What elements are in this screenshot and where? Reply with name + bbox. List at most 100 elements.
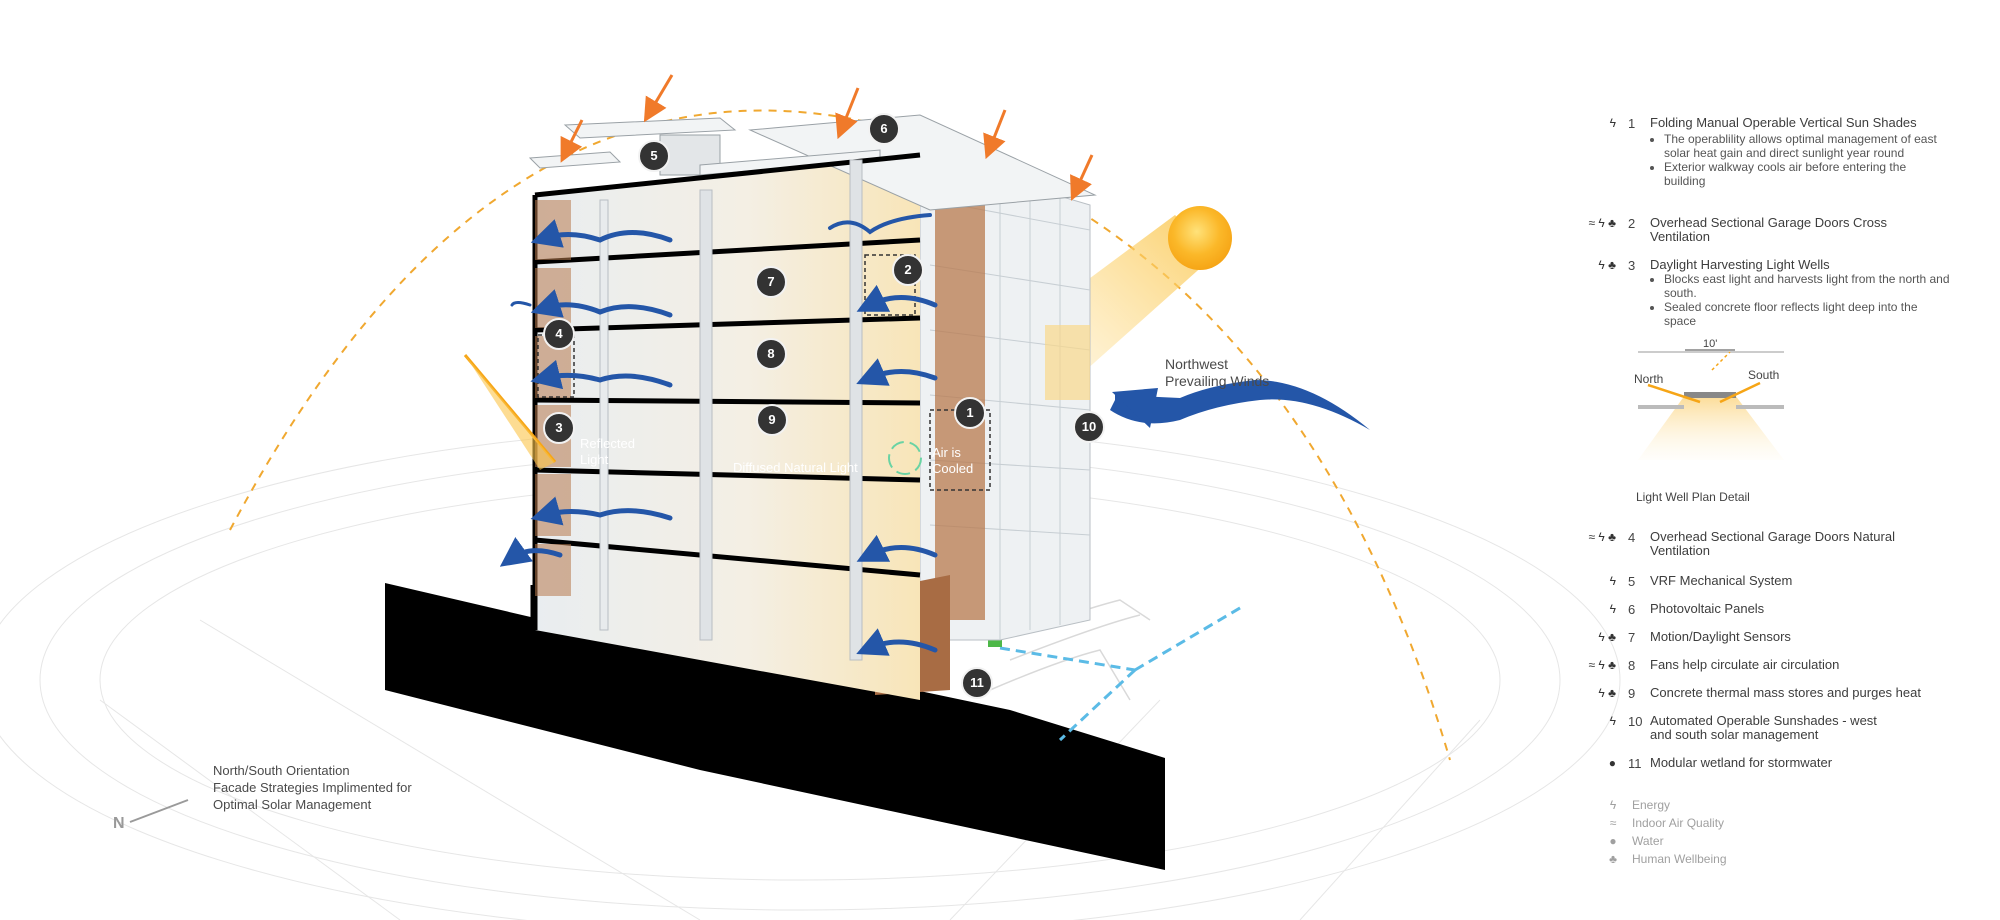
key-label: Human Wellbeing bbox=[1632, 852, 1727, 866]
bolt-icon: ϟ bbox=[1598, 658, 1605, 672]
bolt-icon: ϟ bbox=[1598, 686, 1605, 700]
legend-title: Modular wetland for stormwater bbox=[1650, 755, 1833, 770]
key-label: Water bbox=[1632, 834, 1664, 848]
water-flow-lines bbox=[999, 603, 1246, 742]
legend-num: 1 bbox=[1628, 116, 1636, 131]
columns bbox=[599, 159, 863, 661]
legend-title: Overhead Sectional Garage Doors Cross Ve… bbox=[1650, 215, 1888, 244]
legend-icons-9: ϟ ♣ bbox=[1598, 686, 1616, 700]
sunshades-west bbox=[1045, 325, 1090, 400]
lotus-icon: ♣ bbox=[1608, 630, 1616, 644]
prevailing-wind-arrowhead bbox=[1112, 388, 1158, 428]
lotus-icon: ♣ bbox=[1608, 216, 1616, 230]
legend-bullet: Sealed concrete floor reflects light dee… bbox=[1664, 300, 1950, 328]
legend-icons-5: ϟ bbox=[1610, 574, 1616, 588]
legend-icons-11: ● bbox=[1609, 756, 1616, 770]
legend-bullet: The operablility allows optimal manageme… bbox=[1664, 132, 1950, 160]
bolt-icon: ϟ bbox=[1598, 530, 1605, 544]
legend-title: Photovoltaic Panels bbox=[1650, 601, 1765, 616]
reflected-line-2: Light bbox=[580, 452, 609, 467]
legend-num: 2 bbox=[1628, 216, 1636, 231]
orientation-label-line-3: Optimal Solar Management bbox=[213, 797, 372, 812]
legend-title: Concrete thermal mass stores and purges … bbox=[1650, 685, 1921, 700]
legend-num: 11 bbox=[1628, 756, 1642, 771]
bolt-icon: ϟ bbox=[1609, 116, 1616, 130]
legend-icons-4: ≈ ϟ ♣ bbox=[1588, 530, 1616, 544]
key-air-quality: ≈Indoor Air Quality bbox=[1604, 816, 1724, 830]
cooled-line-2: Cooled bbox=[932, 461, 974, 476]
orientation-label-line-2: Facade Strategies Implimented for bbox=[213, 780, 412, 795]
lotus-icon: ♣ bbox=[1608, 658, 1616, 672]
badge-1: 1 bbox=[954, 397, 986, 429]
legend-bullets-1: The operablility allows optimal manageme… bbox=[1650, 132, 1950, 188]
key-water: ●Water bbox=[1604, 834, 1664, 848]
air-cooled-label: Air is Cooled bbox=[932, 445, 973, 477]
badge-11: 11 bbox=[961, 667, 993, 699]
detail-dimension: 10' bbox=[1703, 338, 1718, 350]
bolt-icon: ϟ bbox=[1609, 798, 1617, 812]
wind-label: Northwest Prevailing Winds bbox=[1165, 356, 1269, 390]
badge-9: 9 bbox=[756, 404, 788, 436]
air-cooled-icon bbox=[888, 441, 922, 475]
legend-bullets-3: Blocks east light and harvests light fro… bbox=[1650, 272, 1950, 328]
bolt-icon: ϟ bbox=[1609, 574, 1616, 588]
detail-north: North bbox=[1634, 372, 1664, 386]
air-icon: ≈ bbox=[1588, 530, 1596, 544]
legend-icons-6: ϟ bbox=[1610, 602, 1616, 616]
compass-letter: N bbox=[113, 815, 125, 832]
badge-7: 7 bbox=[755, 266, 787, 298]
legend-num: 8 bbox=[1628, 658, 1636, 673]
reflected-light-wedge bbox=[465, 355, 555, 470]
legend-icons-7: ϟ ♣ bbox=[1598, 630, 1616, 644]
diffused-light-label: Diffused Natural Light bbox=[733, 460, 858, 475]
badge-3: 3 bbox=[543, 412, 575, 444]
cooled-line-1: Air is bbox=[932, 445, 961, 460]
bolt-icon: ϟ bbox=[1609, 714, 1616, 728]
legend-num: 7 bbox=[1628, 630, 1636, 645]
badge-2: 2 bbox=[892, 254, 924, 286]
orientation-label-line-1: North/South Orientation bbox=[213, 763, 350, 778]
legend-bullet: Blocks east light and harvests light fro… bbox=[1664, 272, 1950, 300]
key-energy: ϟ Energy bbox=[1604, 798, 1670, 812]
orientation-label: North/South Orientation Facade Strategie… bbox=[213, 762, 412, 813]
lotus-icon: ♣ bbox=[1608, 686, 1616, 700]
bolt-icon: ϟ bbox=[1598, 216, 1605, 230]
legend-title: VRF Mechanical System bbox=[1650, 573, 1793, 588]
legend-title: Overhead Sectional Garage Doors Natural … bbox=[1650, 529, 1895, 558]
legend-icons-3: ϟ ♣ bbox=[1598, 258, 1616, 272]
legend-title: Fans help circulate air circulation bbox=[1650, 657, 1840, 672]
sun-icon bbox=[1168, 206, 1232, 270]
lotus-icon: ♣ bbox=[1608, 530, 1616, 544]
wind-label-line-2: Prevailing Winds bbox=[1165, 373, 1270, 389]
legend-num: 4 bbox=[1628, 530, 1636, 545]
sun-rays bbox=[560, 74, 1094, 201]
legend-bullet: Exterior walkway cools air before enteri… bbox=[1664, 160, 1950, 188]
wind-label-line-1: Northwest bbox=[1165, 356, 1229, 372]
lotus-icon: ♣ bbox=[1609, 852, 1617, 866]
bolt-icon: ϟ bbox=[1598, 630, 1605, 644]
key-label: Energy bbox=[1632, 798, 1671, 812]
legend-title: Motion/Daylight Sensors bbox=[1650, 629, 1791, 644]
legend-icons-1: ϟ bbox=[1610, 116, 1616, 130]
legend-icons-2: ≈ ϟ ♣ bbox=[1588, 216, 1616, 230]
legend-icons-8: ≈ ϟ ♣ bbox=[1588, 658, 1616, 672]
legend-icons-10: ϟ bbox=[1610, 714, 1616, 728]
compass-line bbox=[129, 799, 189, 823]
badge-10: 10 bbox=[1073, 411, 1105, 443]
detail-caption: Light Well Plan Detail bbox=[1636, 490, 1750, 504]
air-icon: ≈ bbox=[1609, 816, 1617, 830]
legend-title: Daylight Harvesting Light Wells bbox=[1650, 257, 1830, 272]
air-icon: ≈ bbox=[1588, 658, 1596, 672]
legend-num: 6 bbox=[1628, 602, 1636, 617]
light-well-detail bbox=[1638, 349, 1784, 460]
lotus-icon: ♣ bbox=[1608, 258, 1616, 272]
air-icon: ≈ bbox=[1588, 216, 1596, 230]
badge-5: 5 bbox=[638, 140, 670, 172]
detail-south: South bbox=[1748, 368, 1780, 382]
legend-num: 9 bbox=[1628, 686, 1636, 701]
legend-num: 10 bbox=[1628, 714, 1643, 729]
legend-num: 3 bbox=[1628, 258, 1636, 273]
sun-path-arc bbox=[229, 109, 1451, 761]
